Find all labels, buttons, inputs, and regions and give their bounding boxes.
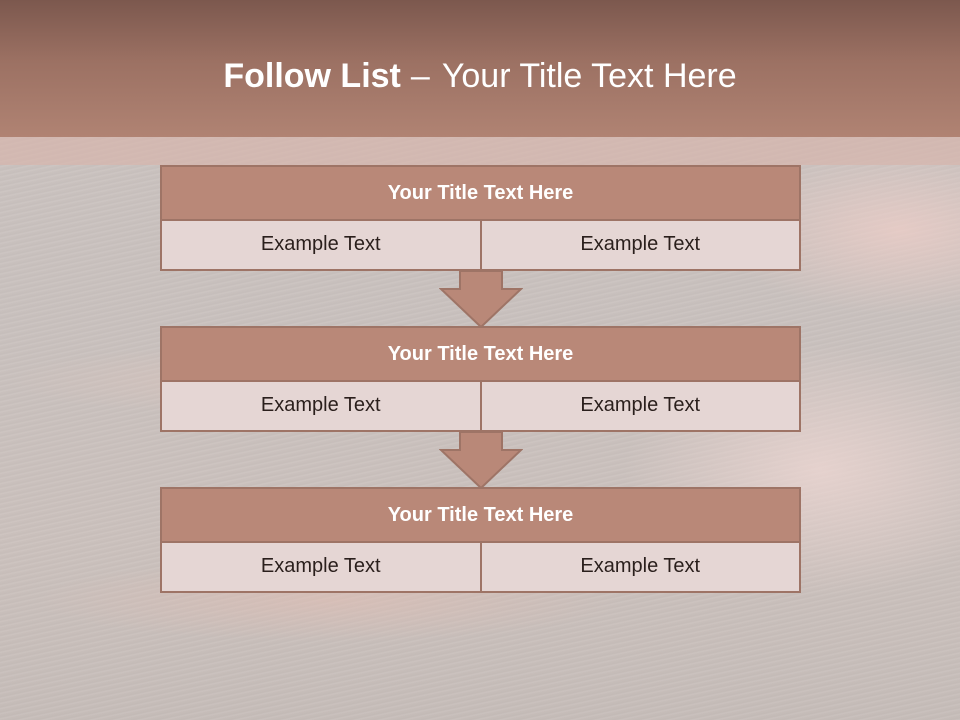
header-band xyxy=(0,0,960,137)
card-cell-right: Example Text xyxy=(481,221,801,271)
card-row: Example Text Example Text xyxy=(160,543,801,593)
card-1: Your Title Text Here Example Text Exampl… xyxy=(160,165,801,271)
card-title: Your Title Text Here xyxy=(160,326,801,382)
down-arrow-icon xyxy=(439,431,523,489)
card-cell-left: Example Text xyxy=(160,382,482,432)
down-arrow-icon xyxy=(439,270,523,328)
card-2: Your Title Text Here Example Text Exampl… xyxy=(160,326,801,432)
card-cell-right: Example Text xyxy=(481,543,801,593)
slide-title: Follow List–Your Title Text Here xyxy=(0,54,960,98)
card-row: Example Text Example Text xyxy=(160,382,801,432)
slide-title-rest: Your Title Text Here xyxy=(441,57,737,95)
slide-title-bold: Follow List xyxy=(223,57,401,95)
card-title: Your Title Text Here xyxy=(160,165,801,221)
card-cell-left: Example Text xyxy=(160,221,482,271)
card-cell-left: Example Text xyxy=(160,543,482,593)
card-3: Your Title Text Here Example Text Exampl… xyxy=(160,487,801,593)
card-title: Your Title Text Here xyxy=(160,487,801,543)
slide-title-dash: – xyxy=(410,57,430,95)
header-strip xyxy=(0,137,960,165)
card-cell-right: Example Text xyxy=(481,382,801,432)
card-row: Example Text Example Text xyxy=(160,221,801,271)
